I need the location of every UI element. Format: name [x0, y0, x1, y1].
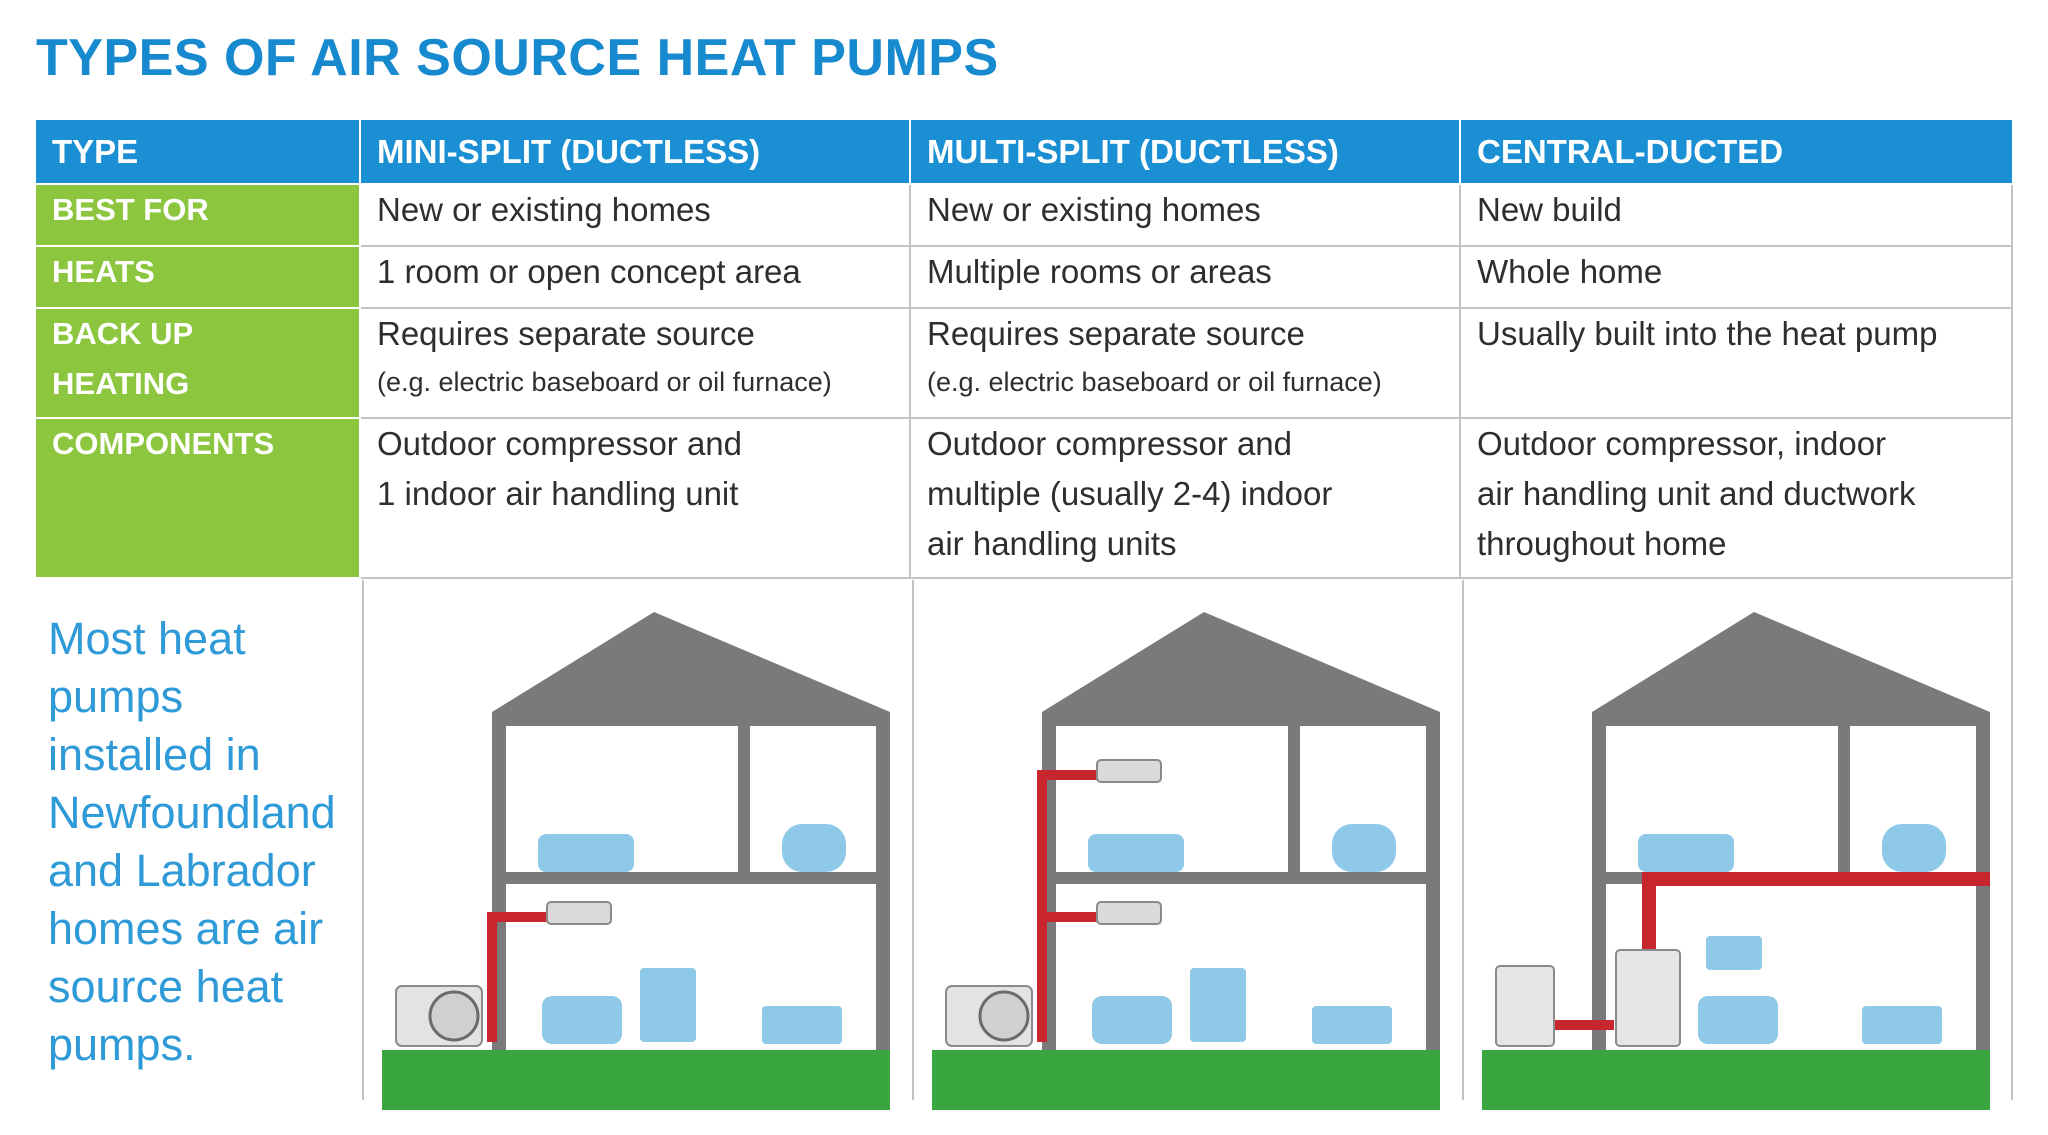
- refrigerant-line: [487, 912, 547, 922]
- cell-central: Usually built into the heat pump: [1459, 307, 2013, 419]
- cell-text: Outdoor compressor, indoor: [1477, 425, 1887, 462]
- ground: [1482, 1050, 1990, 1110]
- floor: [1042, 872, 1440, 884]
- multi-split-drawing: [932, 612, 1440, 1110]
- note-line: pumps.: [48, 1019, 196, 1070]
- central-ducted-drawing: [1482, 612, 1990, 1110]
- dining-table-icon: [762, 1006, 842, 1044]
- refrigerant-line: [487, 912, 497, 1042]
- fan-icon: [428, 990, 480, 1042]
- interior-wall: [1838, 712, 1850, 884]
- cell-central: New build: [1459, 183, 2013, 247]
- row-label-line: BACK UP: [52, 316, 194, 351]
- refrigerant-line: [1037, 770, 1047, 1042]
- thermostat-icon: [1706, 936, 1762, 970]
- note-line: homes are air: [48, 903, 324, 954]
- row-label: BEST FOR: [36, 183, 361, 247]
- roof: [1042, 612, 1440, 726]
- outdoor-compressor-icon: [1495, 965, 1555, 1047]
- column-divider: [362, 580, 364, 1100]
- refrigerant-line: [1037, 912, 1097, 922]
- note-line: Most heat: [48, 613, 246, 664]
- column-divider: [2011, 580, 2013, 1100]
- row-label: BACK UP HEATING: [36, 307, 361, 419]
- note-line: and Labrador: [48, 845, 316, 896]
- cell-subtext: (e.g. electric baseboard or oil furnace): [927, 367, 1382, 397]
- cell-text: air handling units: [927, 525, 1177, 562]
- note-line: source heat: [48, 961, 284, 1012]
- cell-central: Whole home: [1459, 245, 2013, 309]
- cell-text: air handling unit and ductwork: [1477, 475, 1916, 512]
- cell-mini: Outdoor compressor and 1 indoor air hand…: [359, 417, 911, 579]
- row-backup-heating: BACK UP HEATING Requires separate source…: [36, 307, 2013, 419]
- cell-text: Outdoor compressor and: [377, 425, 743, 462]
- dining-table-icon: [1862, 1006, 1942, 1044]
- sofa-icon: [1698, 996, 1778, 1044]
- ductwork: [1642, 872, 1990, 886]
- cell-text: Outdoor compressor and: [927, 425, 1293, 462]
- row-label: COMPONENTS: [36, 417, 361, 579]
- cell-subtext: (e.g. electric baseboard or oil furnace): [377, 367, 832, 397]
- header-type: TYPE: [36, 120, 361, 185]
- cell-multi: New or existing homes: [909, 183, 1461, 247]
- roof: [492, 612, 890, 726]
- bed-icon: [538, 834, 634, 872]
- page-title: TYPES OF AIR SOURCE HEAT PUMPS: [36, 29, 999, 87]
- row-heats: HEATS 1 room or open concept area Multip…: [36, 245, 2013, 309]
- ground: [932, 1050, 1440, 1110]
- row-components: COMPONENTS Outdoor compressor and 1 indo…: [36, 417, 2013, 579]
- column-divider: [912, 580, 914, 1100]
- note-line: pumps: [48, 671, 184, 722]
- cell-text: Requires separate source: [377, 315, 755, 352]
- ductwork: [1642, 872, 1656, 972]
- header-mini-split: MINI-SPLIT (DUCTLESS): [359, 120, 911, 185]
- tv-icon: [1190, 968, 1246, 1042]
- cell-mini: New or existing homes: [359, 183, 911, 247]
- indoor-unit-icon: [546, 901, 612, 925]
- cell-mini: Requires separate source (e.g. electric …: [359, 307, 911, 419]
- cell-multi: Multiple rooms or areas: [909, 245, 1461, 309]
- sofa-icon: [1092, 996, 1172, 1044]
- roof: [1592, 612, 1990, 726]
- bed-icon: [1638, 834, 1734, 872]
- refrigerant-line: [1552, 1020, 1614, 1030]
- refrigerant-line: [1037, 770, 1097, 780]
- sofa-icon: [542, 996, 622, 1044]
- bed-icon: [1088, 834, 1184, 872]
- cell-central: Outdoor compressor, indoor air handling …: [1459, 417, 2013, 579]
- ground: [382, 1050, 890, 1110]
- cell-mini: 1 room or open concept area: [359, 245, 911, 309]
- row-label: HEATS: [36, 245, 361, 309]
- table-header-row: TYPE MINI-SPLIT (DUCTLESS) MULTI-SPLIT (…: [36, 120, 2012, 185]
- mini-split-drawing: [382, 612, 890, 1110]
- interior-wall: [1288, 712, 1300, 884]
- row-label-line: HEATING: [52, 366, 190, 401]
- header-multi-split: MULTI-SPLIT (DUCTLESS): [909, 120, 1461, 185]
- cell-multi: Requires separate source (e.g. electric …: [909, 307, 1461, 419]
- fan-icon: [978, 990, 1030, 1042]
- indoor-unit-icon: [1096, 759, 1162, 783]
- header-central-ducted: CENTRAL-DUCTED: [1459, 120, 2012, 185]
- note-line: Newfoundland: [48, 787, 336, 838]
- cell-text: Requires separate source: [927, 315, 1305, 352]
- dining-table-icon: [1312, 1006, 1392, 1044]
- heat-pump-table: TYPE MINI-SPLIT (DUCTLESS) MULTI-SPLIT (…: [36, 120, 2013, 579]
- info-note: Most heat pumps installed in Newfoundlan…: [48, 610, 368, 1074]
- cell-text: multiple (usually 2-4) indoor: [927, 475, 1333, 512]
- bathtub-icon: [1882, 824, 1946, 872]
- air-handler-icon: [1615, 949, 1681, 1047]
- column-divider: [1462, 580, 1464, 1100]
- bathtub-icon: [782, 824, 846, 872]
- indoor-unit-icon: [1096, 901, 1162, 925]
- cell-text: throughout home: [1477, 525, 1727, 562]
- floor: [492, 872, 890, 884]
- interior-wall: [738, 712, 750, 884]
- bathtub-icon: [1332, 824, 1396, 872]
- row-best-for: BEST FOR New or existing homes New or ex…: [36, 183, 2013, 247]
- tv-icon: [640, 968, 696, 1042]
- note-line: installed in: [48, 729, 261, 780]
- cell-multi: Outdoor compressor and multiple (usually…: [909, 417, 1461, 579]
- cell-text: 1 indoor air handling unit: [377, 475, 739, 512]
